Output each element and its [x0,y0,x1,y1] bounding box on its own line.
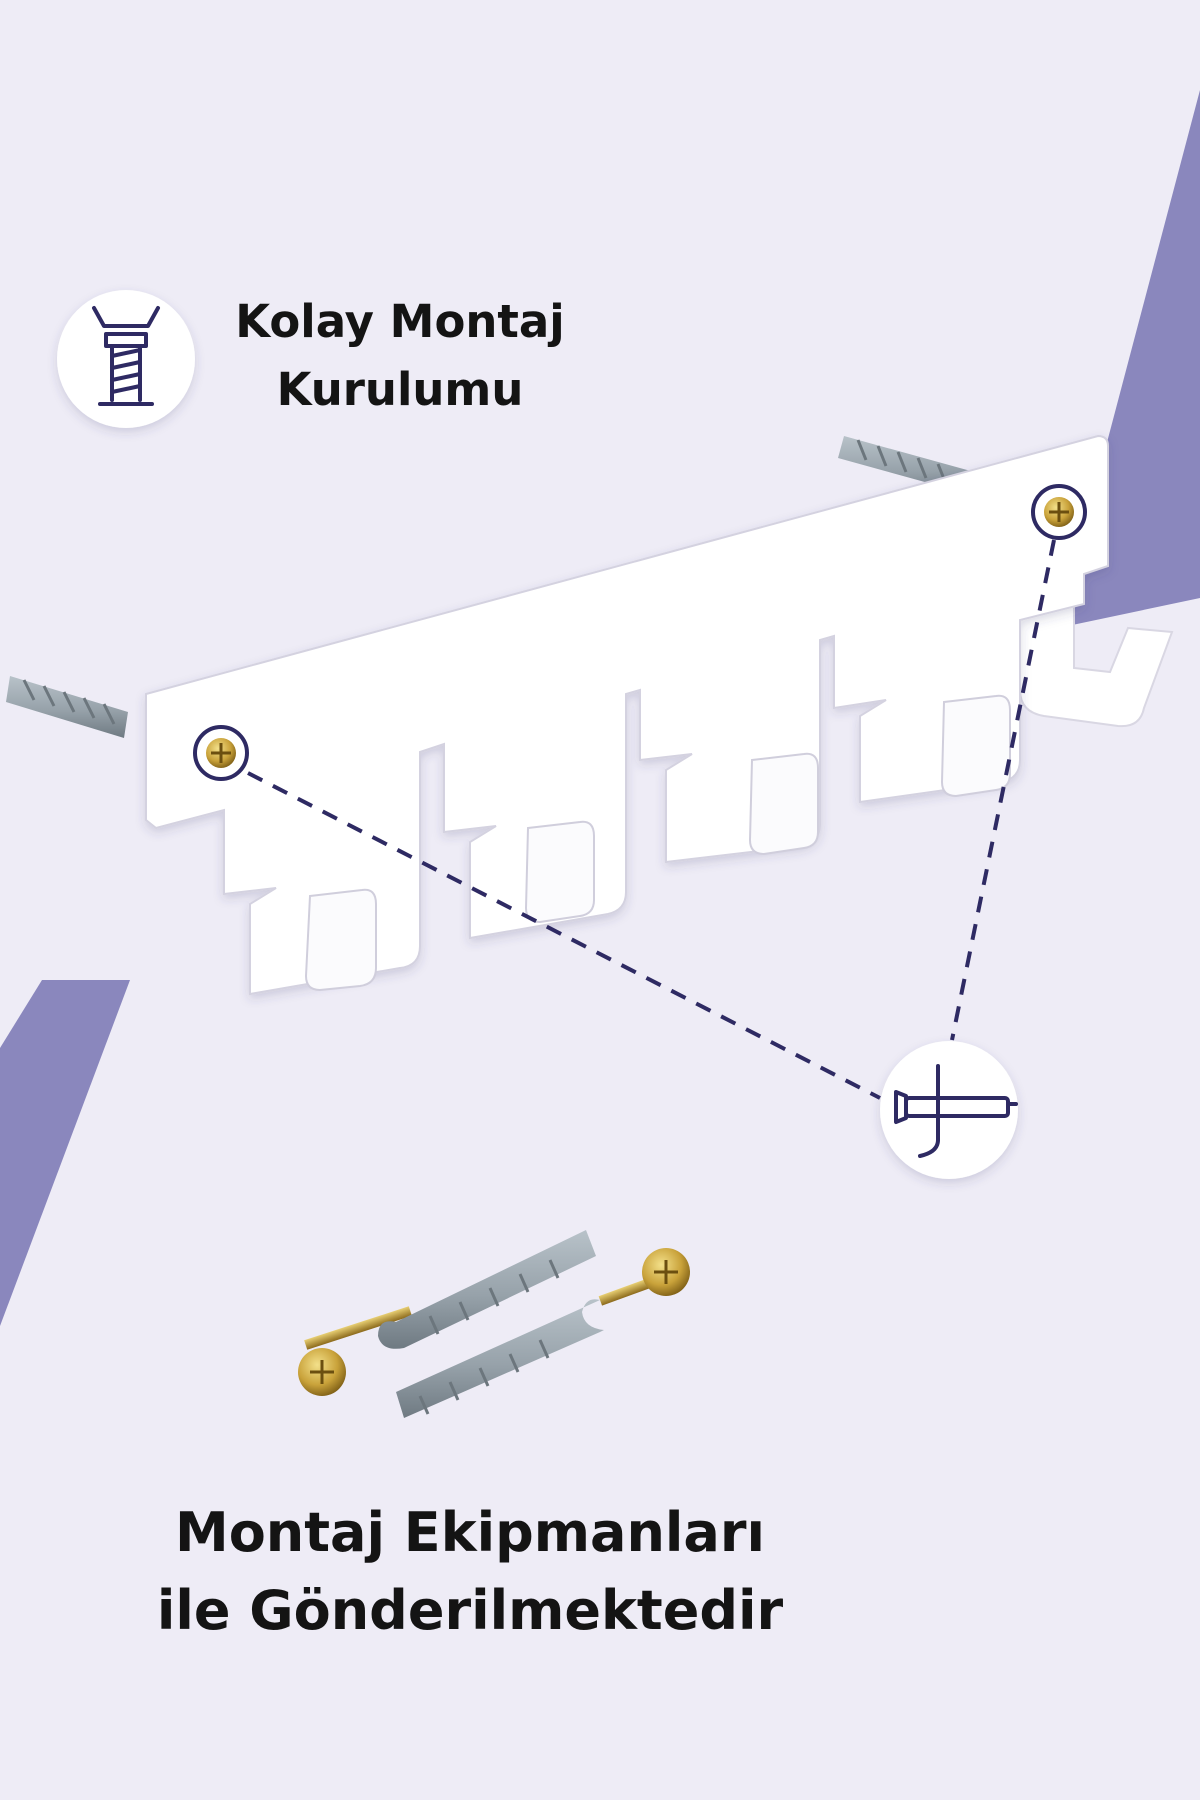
anchor-badge [880,1041,1018,1179]
screw-set-upper [298,1230,596,1396]
heading-easy-mounting: Kolay Montaj Kurulumu [210,288,590,424]
wall-anchor-icon [894,1064,1018,1158]
heading-equipment-included-line2: ile Gönderilmektedir [156,1579,784,1642]
rack-screw-left [193,725,249,781]
heading-equipment-included-line1: Montaj Ekipmanları [174,1501,766,1564]
heading-equipment-included: Montaj Ekipmanları ile Gönderilmektedir [120,1494,820,1650]
guide-lines [247,539,1056,1100]
screw-icon [92,306,160,406]
screw-badge [57,290,195,428]
rack-hook-6 [1019,586,1174,728]
screw-set-lower [396,1248,690,1418]
heading-easy-mounting-line2: Kurulumu [276,363,524,416]
heading-easy-mounting-line1: Kolay Montaj [235,295,565,348]
rack-screw-right [1031,484,1087,540]
hook-lips [304,694,1011,992]
wall-plug-left [6,676,128,738]
accent-stripe-left [0,980,130,1326]
